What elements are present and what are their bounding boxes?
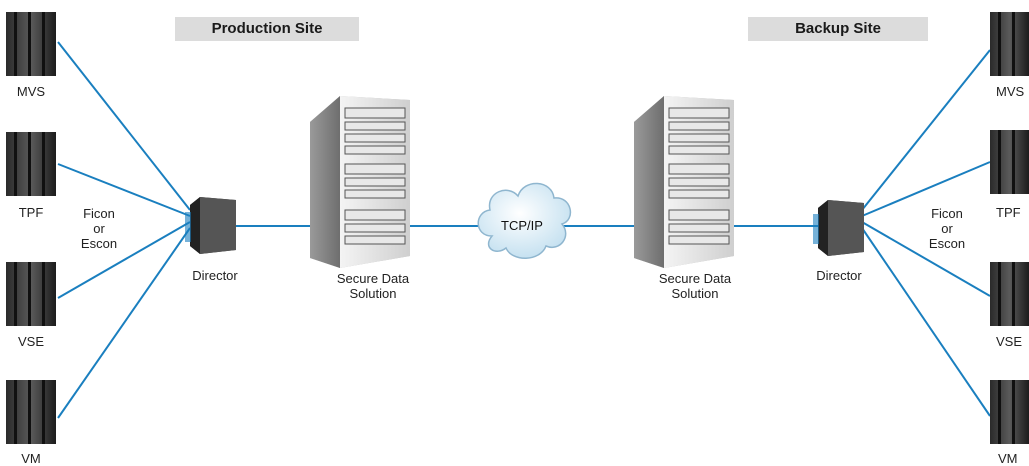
protocol-line-or: or: [941, 221, 953, 236]
network-cloud-icon: [477, 182, 572, 259]
host-label-vse-left: VSE: [17, 334, 44, 349]
link-mvs-right: [861, 49, 991, 211]
host-label-tpf-left: TPF: [18, 205, 44, 220]
storage-label-right: Secure Data Solution: [640, 271, 750, 301]
protocol-line-or: or: [93, 221, 105, 236]
host-label-tpf-right: TPF: [996, 205, 1021, 220]
mainframe-rack-icon-tpf-right: [990, 130, 1029, 194]
link-tpf-right: [861, 161, 991, 217]
host-label-mvs-left: MVS: [16, 84, 46, 99]
mainframe-rack-icon-tpf-left: [6, 132, 56, 196]
host-label-vm-right: VM: [998, 451, 1018, 466]
director-label-right: Director: [816, 268, 862, 283]
storage-server-icon-right: [634, 96, 734, 268]
storage-label-line-2: Solution: [349, 286, 397, 301]
connection-lines: [57, 41, 991, 419]
storage-label-left: Secure Data Solution: [318, 271, 428, 301]
link-mvs-left: [57, 41, 191, 211]
link-tpf-left: [57, 163, 191, 217]
mainframe-rack-icon-mvs-left: [6, 12, 56, 76]
director-switch-icon-right: [813, 200, 864, 256]
backup-site-label: Backup Site: [748, 17, 928, 41]
host-label-vse-right: VSE: [996, 334, 1023, 349]
mainframe-rack-icon-vm-left: [6, 380, 56, 444]
network-cloud-label: TCP/IP: [501, 218, 543, 233]
storage-label-line-1: Secure Data: [336, 271, 410, 286]
storage-label-line-2: Solution: [671, 286, 719, 301]
host-label-vm-left: VM: [21, 451, 41, 466]
protocol-label-right: Ficon or Escon: [922, 206, 972, 251]
link-vm-right: [861, 227, 991, 417]
mainframe-rack-icon-vse-right: [990, 262, 1029, 326]
director-switch-icon-left: [185, 197, 236, 254]
storage-label-line-1: Secure Data: [658, 271, 732, 286]
link-vse-left: [57, 221, 191, 299]
protocol-line-ficon: Ficon: [931, 206, 963, 221]
link-vse-right: [861, 221, 991, 297]
mainframe-rack-icon-mvs-right: [990, 12, 1029, 76]
protocol-label-left: Ficon or Escon: [74, 206, 124, 251]
mainframe-rack-icon-vse-left: [6, 262, 56, 326]
storage-server-icon-left: [310, 96, 410, 268]
link-vm-left: [57, 227, 191, 419]
protocol-line-escon: Escon: [928, 236, 966, 251]
protocol-line-escon: Escon: [80, 236, 118, 251]
director-label-left: Director: [192, 268, 238, 283]
protocol-line-ficon: Ficon: [83, 206, 115, 221]
production-site-label: Production Site: [175, 17, 359, 41]
host-label-mvs-right: MVS: [996, 84, 1025, 99]
mainframe-rack-icon-vm-right: [990, 380, 1029, 444]
